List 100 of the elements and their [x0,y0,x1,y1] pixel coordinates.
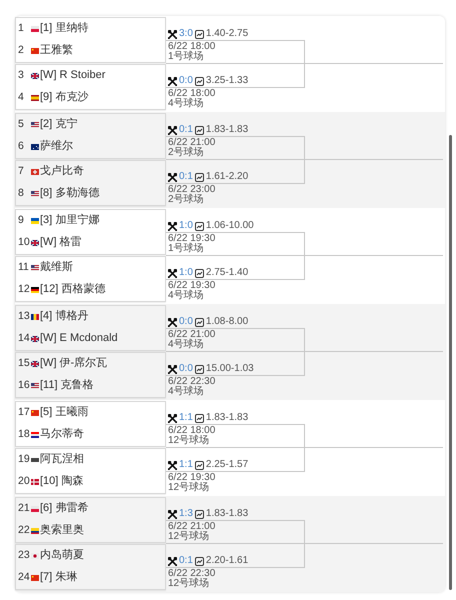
player-pair-box [15,544,166,590]
draw-position: 3 [18,69,24,82]
odds-text: 2.20-1.61 [206,556,248,566]
match-score: 0:1 [179,556,193,566]
odds-text: 2.75-1.40 [206,268,248,278]
odds-text: 2.25-1.57 [206,460,248,470]
player-pair-box [15,497,166,543]
bracket-line [166,159,444,184]
odds-text: 1.08-8.00 [206,317,248,327]
court-name: 4号球场 [168,99,204,109]
player-name: 萨维尔 [40,140,73,153]
odds-text: 1.61-2.20 [206,172,248,182]
bracket-line [166,543,305,544]
player-name: [6] 弗雷希 [40,502,88,515]
player-name: 内岛萌夏 [40,549,84,562]
match-score: 1:0 [179,268,193,278]
player-name: [W] 格雷 [40,236,82,249]
player-name: [W] E Mcdonald [40,332,118,345]
bracket-line [166,543,444,568]
match-time: 6/22 23:00 [168,185,216,195]
draw-position: 10 [18,236,30,249]
player-name: [4] 博格丹 [40,310,88,323]
odds-text: 1.40-2.75 [206,29,248,39]
odds-text: 1.83-1.83 [206,413,248,423]
player-name: [8] 多勒海德 [40,187,100,200]
draw-position: 22 [18,524,30,537]
player-name: [W] R Stoiber [40,69,106,82]
draw-position: 20 [18,475,30,488]
draw-position: 7 [18,165,24,178]
player-pair-box [15,352,166,398]
draw-position: 11 [18,261,29,274]
player-name: 戴维斯 [40,261,73,274]
court-name: 12号球场 [168,532,210,542]
draw-position: 21 [18,502,30,515]
match-time: 6/22 21:00 [168,138,216,148]
draw-position: 18 [18,428,30,441]
match-time: 6/22 18:00 [168,89,216,99]
player-name: [11] 克鲁格 [40,379,94,392]
match-time: 6/22 19:30 [168,473,216,483]
bracket-line [166,159,305,160]
court-name: 1号球场 [168,244,204,254]
bracket-line [166,351,305,352]
match-score: 0:1 [179,125,193,135]
draw-position: 5 [18,118,24,131]
odds-text: 1.06-10.00 [206,221,254,231]
court-name: 2号球场 [168,195,204,205]
player-pair-box [15,17,166,63]
match-score: 0:0 [179,76,193,86]
match-time: 6/22 21:00 [168,330,216,340]
bracket-line [166,255,444,280]
player-name: [7] 朱琳 [40,571,78,584]
odds-text: 1.83-1.83 [206,509,248,519]
match-score: 3:0 [179,29,193,39]
draw-position: 23 [18,549,30,562]
draw-position: 2 [18,44,24,57]
player-pair-box [15,160,166,206]
player-name: [W] 伊-席尔瓦 [40,357,108,370]
match-score: 0:0 [179,317,193,327]
player-name: [9] 布克沙 [40,91,88,104]
draw-position: 13 [18,310,30,323]
match-score: 1:1 [179,460,193,470]
match-score: 1:1 [179,413,193,423]
player-pair-box [15,209,166,255]
match-time: 6/22 21:00 [168,522,216,532]
draw-position: 15 [18,357,30,370]
player-name: [12] 西格蒙德 [40,283,106,296]
bracket-line [166,447,305,448]
match-score: 1:3 [179,509,193,519]
draw-position: 4 [18,91,24,104]
match-time: 6/22 22:30 [168,377,216,387]
match-time: 6/22 22:30 [168,569,216,579]
player-name: [3] 加里宁娜 [40,214,100,227]
match-score: 0:0 [179,364,193,374]
court-name: 12号球场 [168,483,210,493]
bracket-line [166,63,444,88]
court-name: 4号球场 [168,291,204,301]
player-name: 阿瓦涅相 [40,453,84,466]
player-name: 奥索里奥 [40,524,84,537]
player-pair-box [15,401,166,447]
player-pair-box [15,448,166,494]
match-score: 1:0 [179,221,193,231]
draw-position: 12 [18,283,30,296]
player-name: [1] 里纳特 [40,22,88,35]
player-name: [5] 王曦雨 [40,406,88,419]
court-name: 4号球场 [168,340,204,350]
match-time: 6/22 19:30 [168,281,216,291]
bracket-line [166,255,305,256]
player-pair-box [15,256,166,302]
draw-position: 8 [18,187,24,200]
player-name: 戈卢比奇 [40,165,84,178]
player-name: [10] 陶森 [40,475,84,488]
draw-position: 6 [18,140,24,153]
match-time: 6/22 19:30 [168,234,216,244]
player-name: 马尔蒂奇 [40,428,84,441]
match-time: 6/22 18:00 [168,426,216,436]
bracket-line [166,447,444,472]
court-name: 1号球场 [168,52,204,62]
court-name: 12号球场 [168,436,210,446]
court-name: 12号球场 [168,579,210,589]
draw-position: 1 [18,22,24,35]
